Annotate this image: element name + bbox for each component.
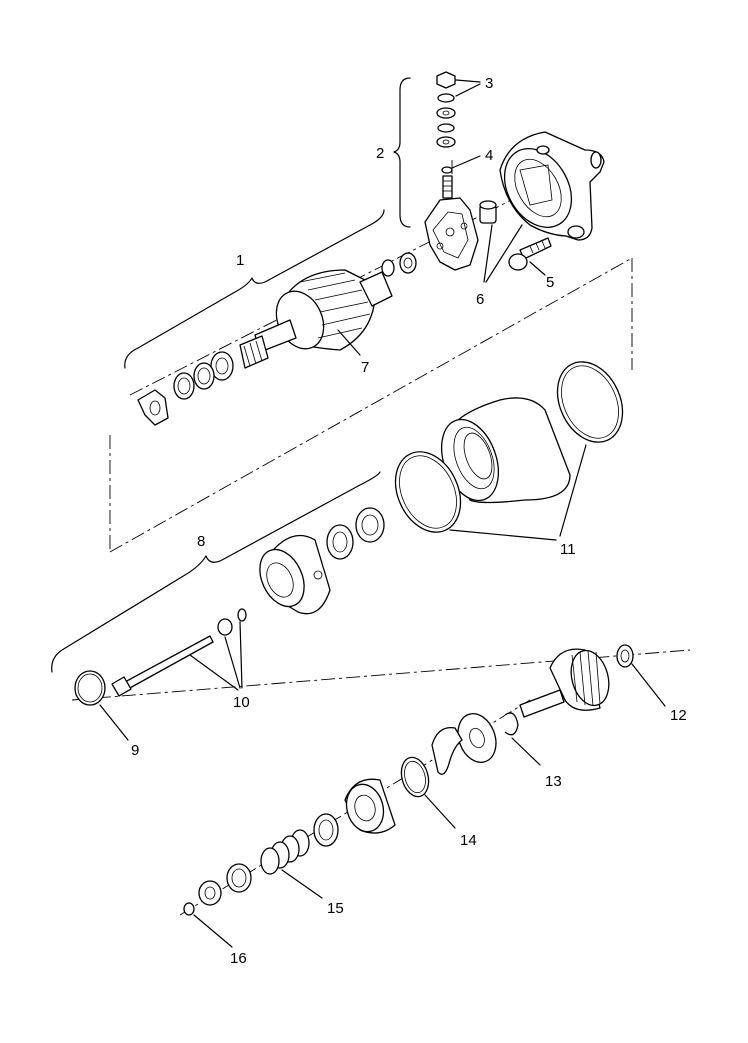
bushing [479, 200, 497, 224]
callout-6: 6 [476, 291, 484, 308]
callout-labels: 1 2 3 4 5 6 7 8 9 10 11 12 13 14 15 16 [131, 75, 687, 967]
callout-12: 12 [670, 707, 687, 724]
stop-collar [226, 863, 252, 893]
through-bolt [111, 608, 247, 697]
bracket-1 [124, 209, 385, 369]
callout-15: 15 [327, 900, 344, 917]
brush-plate [424, 197, 479, 271]
spring [260, 829, 310, 875]
needle-bearing [326, 507, 385, 560]
o-rings [394, 361, 624, 533]
drive-end-housing [259, 534, 331, 615]
snap-ring [504, 712, 519, 736]
callout-2: 2 [376, 145, 384, 162]
sleeve [313, 813, 339, 847]
through-screw [508, 237, 552, 271]
callout-9: 9 [131, 742, 139, 759]
callout-11: 11 [560, 541, 576, 558]
circlip-16 [183, 902, 195, 916]
end-housing [499, 131, 605, 241]
ring-14 [400, 756, 430, 798]
callout-3: 3 [485, 75, 493, 92]
callout-14: 14 [460, 832, 477, 849]
thrust-washer [457, 713, 497, 763]
bracket-8 [51, 471, 381, 673]
armature-assembly [124, 209, 417, 426]
callout-8: 8 [197, 533, 205, 550]
callout-13: 13 [545, 773, 562, 790]
split-collar [431, 726, 463, 775]
pinion-shaft-assembly [519, 644, 634, 718]
callout-5: 5 [546, 274, 554, 291]
callout-16: 16 [230, 950, 247, 967]
callout-7: 7 [361, 359, 369, 376]
callout-10: 10 [233, 694, 250, 711]
bracket-2 [393, 77, 411, 228]
nut-washer-stack [436, 71, 456, 199]
washer [198, 880, 222, 906]
brush-holder-assembly [393, 71, 481, 271]
overrunning-clutch [344, 778, 396, 834]
callout-4: 4 [485, 147, 493, 164]
callout-1: 1 [236, 252, 244, 269]
o-ring-9 [74, 670, 106, 706]
